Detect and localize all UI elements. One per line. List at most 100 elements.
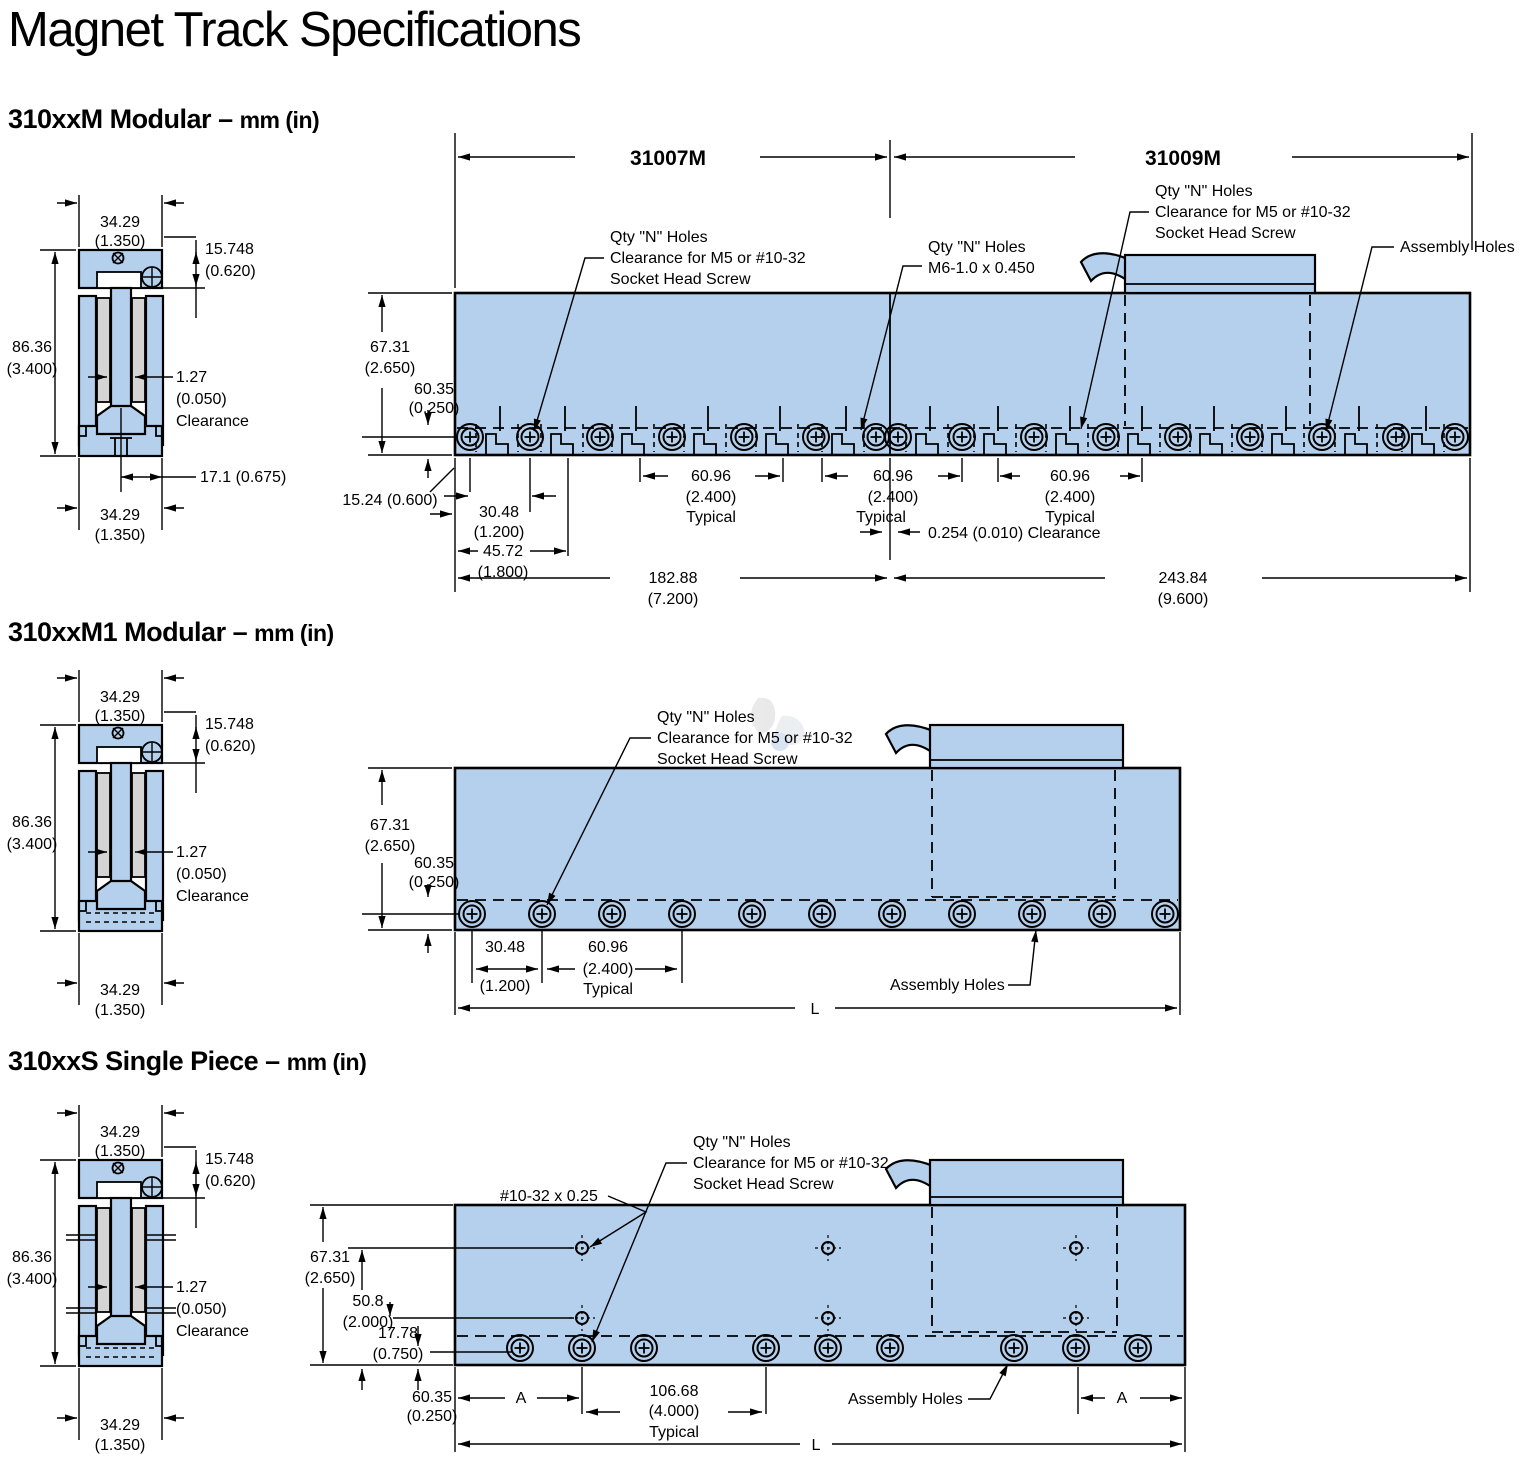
dim-flange-in: (0.620) [205, 1173, 256, 1190]
dim-bottom-width-in: (1.350) [95, 1437, 146, 1454]
flange-hole-marker [111, 726, 125, 740]
dim-len1-mm: 182.88 [649, 570, 698, 587]
cross-section-310xxS: 34.29 (1.350) 15.748 (0.620) 86.36 (3.40… [7, 1105, 256, 1454]
callout-m6-holes: Qty "N" Holes M6-1.0 x 0.450 [860, 239, 1035, 431]
dim-low-mm: 17.78 [378, 1325, 418, 1342]
dim-track-height-in: (2.650) [305, 1270, 356, 1287]
dim-len2-mm: 243.84 [1159, 570, 1208, 587]
callout-assembly-holes: Assembly Holes [848, 1363, 1009, 1408]
dim-hole2-mm: 45.72 [483, 543, 523, 560]
dim-gap-mm: 1.27 [176, 1279, 207, 1296]
motor-cable [884, 1159, 935, 1191]
svg-text:(2.400): (2.400) [686, 489, 737, 506]
cross-section-310xxM: 34.29 (1.350) 15.748 (0.620) 86.36 (3.40… [7, 195, 286, 544]
dim-top-width-in: (1.350) [95, 233, 146, 250]
dim-flange-mm: 15.748 [205, 1151, 254, 1168]
dim-gap-mm: 1.27 [176, 369, 207, 386]
pitch-dim: 60.96 (2.400) Typical [547, 939, 677, 998]
dim-flange-in: (0.620) [205, 263, 256, 280]
side-bottom-dims: 30.48 (1.200) 45.72 (1.800) 60.96 (2.400… [444, 458, 1471, 608]
diagram-310xxM1: 34.29 (1.350) 15.748 (0.620) 86.36 (3.40… [7, 670, 1182, 1019]
svg-text:60.96: 60.96 [588, 939, 628, 956]
diagram-310xxM: 34.29 (1.350) 15.748 (0.620) 86.36 (3.40… [7, 133, 1515, 608]
dim-mid-in: (2.000) [343, 1314, 394, 1331]
svg-text:Typical: Typical [686, 509, 736, 526]
dim-bottom-width-in: (1.350) [95, 527, 146, 544]
dim-foot: 17.1 (0.675) [200, 469, 286, 486]
dim-height-in: (3.400) [7, 361, 58, 378]
motor-coil-block [884, 723, 1125, 898]
callout-assembly-holes: Assembly Holes [890, 929, 1039, 994]
dim-total-length: L [812, 1437, 821, 1454]
dim-track-height-mm: 67.31 [310, 1249, 350, 1266]
diagram-310xxS: 34.29 (1.350) 15.748 (0.620) 86.36 (3.40… [7, 1105, 1187, 1454]
svg-text:60.96: 60.96 [1050, 468, 1090, 485]
dim-mid-mm: 50.8 [352, 1293, 383, 1310]
magnet-right [131, 1207, 146, 1313]
svg-text:60.96: 60.96 [873, 468, 913, 485]
dim-bottom-width-mm: 34.29 [100, 982, 140, 999]
dim-gap-in: (0.050) [176, 391, 227, 408]
heading-model: 310xxS Single Piece – [8, 1046, 280, 1076]
motor-cable [884, 724, 935, 756]
heading-units: mm (in) [239, 107, 320, 133]
svg-text:A: A [1117, 1390, 1128, 1407]
dim-hole1-mm: 30.48 [479, 504, 519, 521]
screw-hole [141, 741, 163, 763]
svg-text:Assembly Holes: Assembly Holes [890, 977, 1005, 994]
watermark-logo [750, 697, 805, 751]
heading-model: 310xxM Modular – [8, 104, 233, 134]
dim-track-height-mm: 67.31 [370, 817, 410, 834]
dim-row-mm: 60.35 [414, 855, 454, 872]
dim-height-mm: 86.36 [12, 339, 52, 356]
dim-row-in: (0.250) [407, 1408, 458, 1425]
dim-a-right: A [1081, 1390, 1182, 1407]
svg-text:Typical: Typical [649, 1424, 699, 1441]
svg-text:106.68: 106.68 [650, 1383, 699, 1400]
svg-text:Clearance for M5 or #10-32: Clearance for M5 or #10-32 [657, 730, 853, 747]
cross-dims: 34.29 (1.350) 15.748 (0.620) 86.36 (3.40… [7, 1105, 256, 1454]
dim-gap-in: (0.050) [176, 866, 227, 883]
magnet-right [131, 297, 146, 403]
dim-total-length: L [811, 1001, 820, 1018]
dim-height-mm: 86.36 [12, 814, 52, 831]
svg-text:60.96: 60.96 [691, 468, 731, 485]
dim-top-width-mm: 34.29 [100, 689, 140, 706]
svg-text:#10-32 x 0.25: #10-32 x 0.25 [500, 1188, 598, 1205]
cross-dims: 34.29 (1.350) 15.748 (0.620) 86.36 (3.40… [7, 195, 286, 544]
svg-text:Qty "N" Holes: Qty "N" Holes [657, 709, 755, 726]
svg-text:Typical: Typical [583, 981, 633, 998]
svg-text:(2.400): (2.400) [868, 489, 919, 506]
magnet-track-body [453, 766, 1182, 932]
module-dims: 31007M 31009M [454, 133, 1473, 288]
pitch-dim: 106.68 (4.000) Typical [586, 1383, 762, 1441]
section-heading-310xxS: 310xxS Single Piece – mm (in) [8, 1046, 367, 1077]
section-heading-310xxM: 310xxM Modular – mm (in) [8, 104, 320, 135]
magnet-left [96, 772, 111, 878]
side-view-310xxM1: Qty "N" Holes Clearance for M5 or #10-32… [362, 709, 1182, 1018]
side-left-dims: 67.31 (2.650) 60.35 (0.250) [362, 767, 459, 953]
magnet-right [131, 772, 146, 878]
heading-model: 310xxM1 Modular – [8, 617, 248, 647]
svg-text:(2.400): (2.400) [1045, 489, 1096, 506]
section-heading-310xxM1: 310xxM1 Modular – mm (in) [8, 617, 334, 648]
svg-text:Qty "N" Holes: Qty "N" Holes [693, 1134, 791, 1151]
magnet-left [96, 297, 111, 403]
svg-text:Assembly Holes: Assembly Holes [848, 1391, 963, 1408]
svg-text:Assembly Holes: Assembly Holes [1400, 239, 1515, 256]
module-label-31009M: 31009M [1145, 147, 1221, 170]
dim-gap-label: Clearance [176, 413, 249, 430]
side-left-dims: 67.31 (2.650) 50.8 (2.000) 17.78 (0.750)… [305, 1204, 574, 1425]
dim-flange-mm: 15.748 [205, 241, 254, 258]
svg-text:(2.400): (2.400) [583, 961, 634, 978]
flange-hole-marker [111, 251, 125, 265]
motor-cable [1079, 252, 1130, 284]
callout-assembly-holes: Assembly Holes [1325, 239, 1515, 432]
screw-hole [141, 1176, 163, 1198]
side-view-310xxM: 31007M 31009M Qty "N" Holes Clearance fo… [342, 133, 1515, 608]
svg-text:0.254 (0.010) Clearance: 0.254 (0.010) Clearance [928, 525, 1101, 542]
magnet-track-body [453, 1203, 1187, 1367]
svg-text:Qty "N" Holes: Qty "N" Holes [1155, 183, 1253, 200]
dim-edge-offset: 15.24 (0.600) [342, 492, 437, 509]
pitch-dim-2: 60.96 (2.400) Typical [825, 468, 960, 526]
